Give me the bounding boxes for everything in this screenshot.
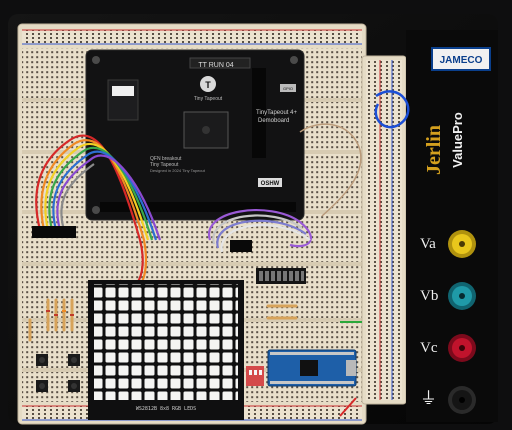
tan-jumper-wire [299, 123, 362, 217]
tinytapeout-demoboard: TT RUN 04 T Tiny Tapeout GPIO TinyTapeou… [85, 49, 305, 221]
brand-sub-label: ValuePro [450, 112, 465, 168]
matrix-label: WS2812B 8x8 RGB LEDS [136, 406, 196, 412]
push-buttons[interactable] [36, 354, 80, 392]
gpio-label: GPIO [283, 86, 293, 91]
power-supply-panel: JAMECO ValuePro Jerlin [406, 30, 498, 422]
resistor-bands [46, 310, 74, 316]
arduino-nano [267, 349, 357, 387]
script-brand: Jerlin [423, 125, 445, 175]
led-matrix-8x8: WS2812B 8x8 RGB LEDS [88, 280, 244, 420]
logo-text: Tiny Tapeout [194, 96, 223, 102]
blue-jumper-wire [374, 90, 410, 129]
left-header [32, 226, 76, 238]
matrix-jumper-wires [208, 209, 312, 253]
svg-text:T: T [205, 80, 211, 90]
terminal-vc-label: Vc [420, 340, 438, 356]
jameco-badge [431, 47, 491, 71]
qfn-line2: Tiny Tapeout [150, 162, 179, 168]
terminal-vb[interactable]: Vb [420, 282, 476, 310]
terminal-va-label: Va [420, 236, 436, 252]
qfn-line1: QFN breakout [150, 156, 182, 162]
led-bar-graph [256, 268, 306, 284]
terminal-vb-label: Vb [420, 288, 438, 304]
board-title: TT RUN 04 [198, 62, 233, 69]
mid-header [230, 240, 252, 252]
ver-line: Designed in 2024 Tiny Tapeout [150, 168, 206, 173]
terminal-vc[interactable]: Vc [420, 334, 476, 362]
red-jumper [339, 397, 357, 417]
oshw-label: OSHW [261, 181, 280, 187]
terminal-va[interactable]: Va [420, 230, 476, 258]
terminal-ground-label: ⏚ [420, 389, 437, 408]
brand-label: JAMECO [440, 55, 483, 66]
board-name-line1: TinyTapeout 4+ [256, 110, 297, 116]
dip-switch[interactable] [246, 366, 264, 386]
board-name-line2: Demoboard [258, 118, 289, 124]
rainbow-jumper-wires [35, 134, 162, 291]
side-breadboard [361, 55, 407, 405]
terminal-ground[interactable]: ⏚ [420, 386, 476, 414]
